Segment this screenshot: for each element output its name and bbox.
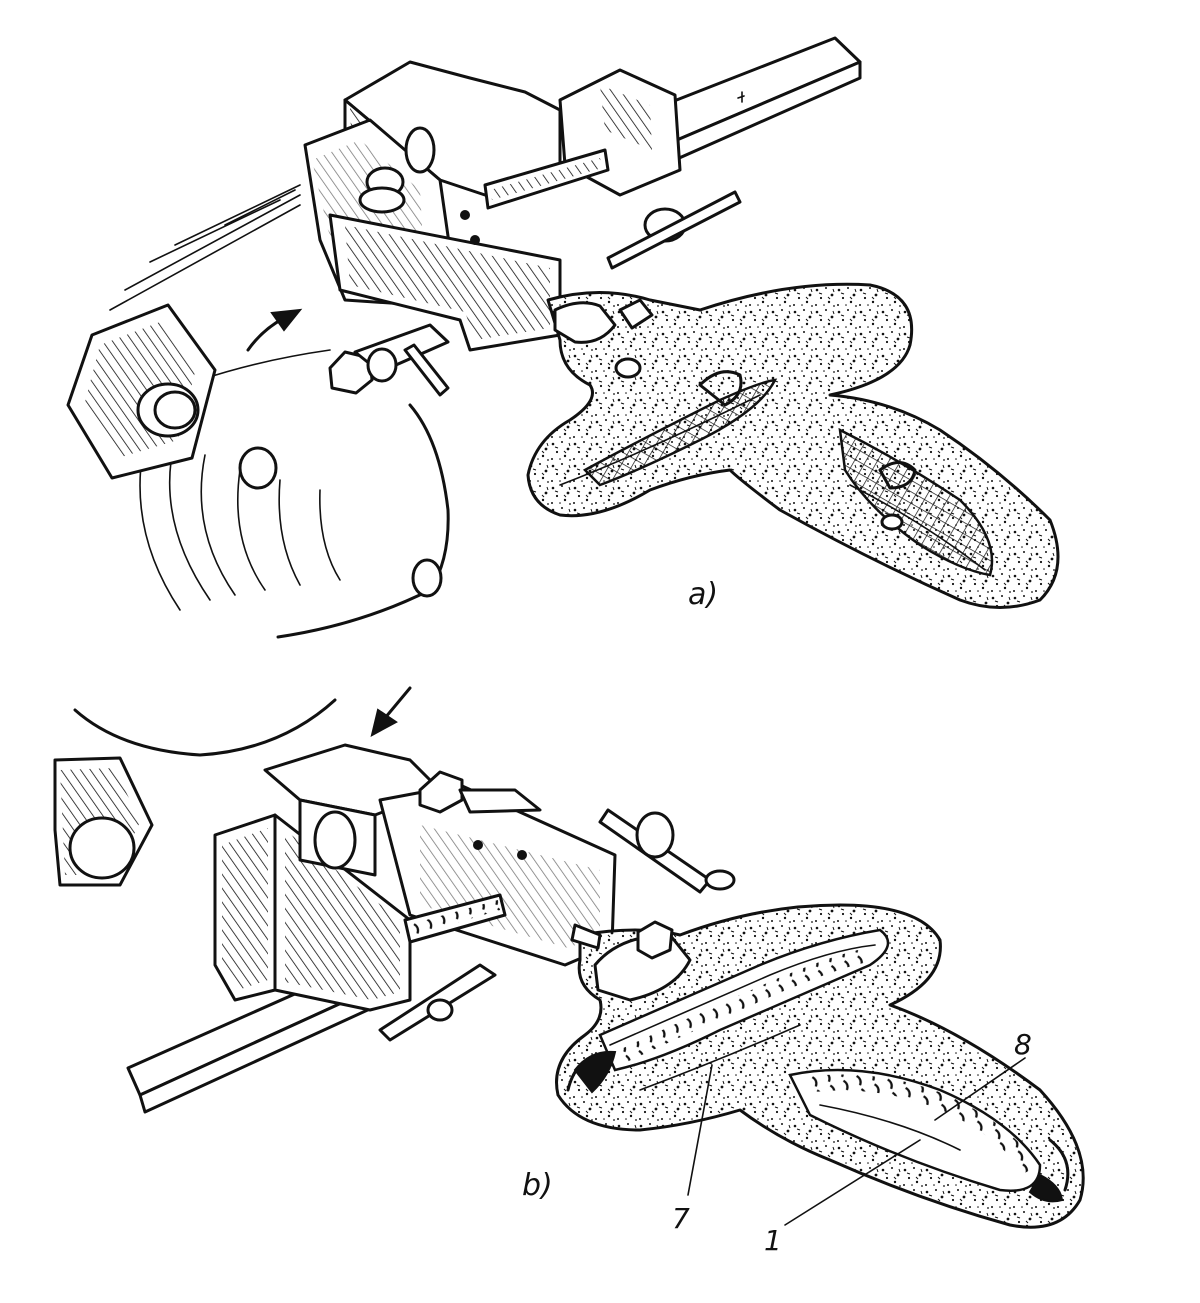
panel-b-label: b) (522, 1168, 553, 1203)
callout-1-label: 1 (764, 1224, 782, 1257)
leader-line-8 (934, 1057, 1026, 1121)
callout-leaders (687, 1057, 1026, 1226)
panel-a-label: a) (688, 577, 718, 612)
blade-holder-b (555, 903, 1085, 1229)
hex-nut-b (53, 756, 154, 887)
wheel-stud-icon (238, 446, 278, 490)
vise-b (126, 743, 736, 1114)
wheel-stud-icon (411, 558, 443, 598)
grinding-wheel-a (109, 184, 450, 639)
leader-line-1 (784, 1139, 921, 1226)
panel-a: a) (66, 36, 1060, 639)
grinding-wheel-b (73, 698, 337, 757)
callout-7-label: 7 (672, 1202, 690, 1235)
hex-nut-a (66, 303, 217, 480)
rotation-arrow-icon (246, 308, 303, 352)
vise-a (303, 36, 862, 397)
callout-8-label: 8 (1014, 1028, 1032, 1061)
leader-line-7 (687, 1064, 713, 1196)
feed-arrow-icon (370, 686, 412, 737)
panel-b: 8 7 1 b) (53, 686, 1085, 1257)
blade-holder-a (526, 282, 1060, 609)
